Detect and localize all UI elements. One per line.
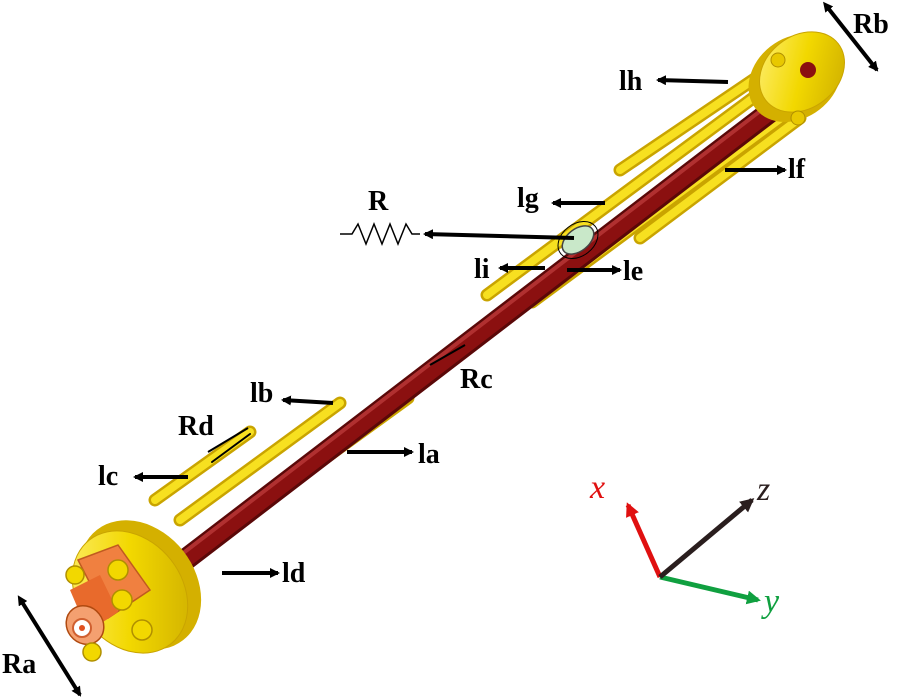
label-li: li: [474, 254, 490, 285]
connector: [65, 544, 153, 662]
label-rc: Rc: [460, 364, 493, 395]
connector-bolts: [65, 559, 153, 662]
label-rd: Rd: [178, 411, 214, 442]
leader-rd: [207, 427, 249, 453]
axis-y-label: y: [761, 583, 780, 620]
label-rb: Rb: [853, 9, 889, 40]
resistor-symbol: [340, 221, 420, 247]
arrow-r: [423, 229, 575, 240]
label-r: R: [368, 186, 389, 217]
label-lf: lf: [788, 154, 806, 185]
arrow-lh: [656, 75, 729, 86]
label-lg: lg: [517, 183, 539, 214]
arrow-ra: [17, 595, 82, 697]
axis-z-arrow: [658, 498, 755, 579]
label-ld: ld: [282, 558, 306, 589]
coordinate-axes: [625, 498, 761, 605]
center-conductor: [174, 74, 816, 571]
axis-x-label: x: [589, 469, 605, 506]
label-arrows: [17, 1, 879, 697]
label-lc: lc: [98, 461, 118, 492]
label-lh: lh: [619, 66, 643, 97]
leader-rc: [429, 344, 466, 366]
label-la: la: [418, 439, 440, 470]
label-le: le: [623, 256, 643, 287]
resistor-element: [557, 220, 599, 260]
arrow-lb: [281, 395, 334, 406]
label-lb: lb: [250, 378, 273, 409]
axis-z-label: z: [756, 471, 770, 508]
arrow-rb: [823, 1, 879, 72]
axis-x-arrow: [625, 502, 663, 579]
axis-y-arrow: [659, 574, 761, 605]
label-ra: Ra: [2, 649, 36, 680]
